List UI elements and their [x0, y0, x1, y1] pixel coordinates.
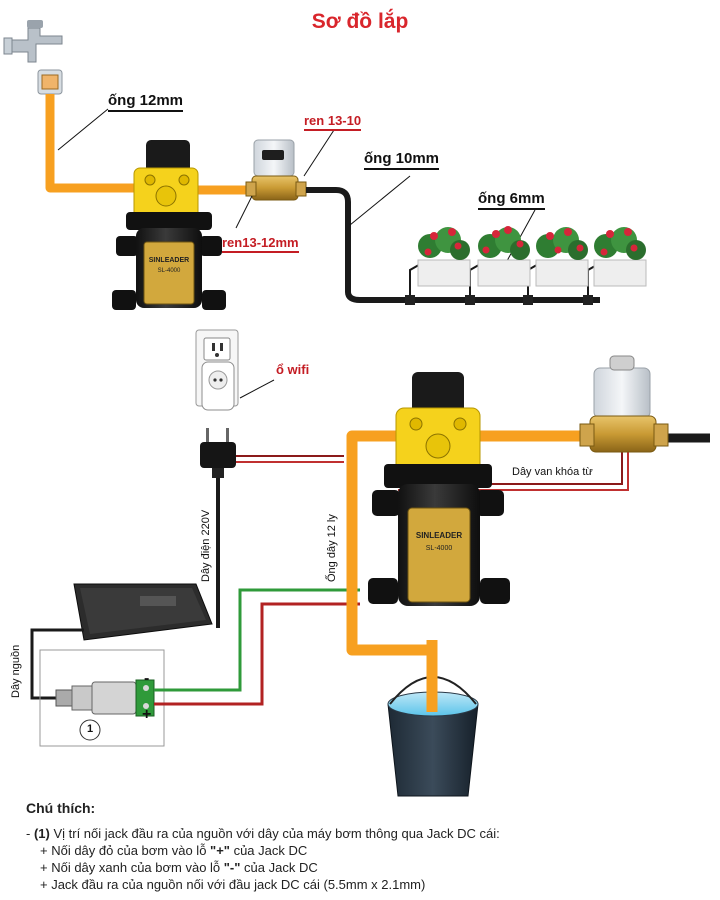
svg-text:SINLEADER: SINLEADER: [416, 531, 462, 540]
legend-line-3: + Nối dây xanh của bơm vào lỗ "-" của Ja…: [40, 860, 318, 875]
svg-text:SL-4000: SL-4000: [426, 545, 453, 552]
faucet-icon: [3, 20, 63, 95]
svg-text:SINLEADER: SINLEADER: [149, 257, 189, 264]
plant-pots: [417, 226, 647, 287]
wifi-socket-icon: [201, 361, 235, 411]
legend-line-1: - (1) Vị trí nối jack đầu ra của nguồn v…: [26, 826, 500, 841]
label-source-wire: Dây nguồn: [10, 644, 22, 698]
water-pump-main: SINLEADER SL-4000: [368, 372, 510, 606]
label-thread-13-12: ren13-12mm: [222, 235, 299, 253]
legend-heading: Chú thích:: [26, 800, 96, 816]
label-power-cable-220v: Dây điện 220V: [200, 509, 212, 582]
power-adapter: [73, 583, 213, 641]
legend-line-2: + Nối dây đỏ của bơm vào lỗ "+" của Jack…: [40, 843, 308, 858]
power-plug-icon: [200, 428, 236, 478]
water-pump-top: SINLEADER SL-4000: [112, 140, 226, 310]
svg-text:SL-4000: SL-4000: [158, 268, 181, 274]
label-pipe-12mm: ống 12mm: [108, 92, 184, 112]
legend: Chú thích: - (1) Vị trí nối jack đầu ra …: [26, 800, 706, 893]
dc-jack-icon: [55, 679, 155, 717]
label-pipe-6mm: ống 6mm: [478, 190, 545, 210]
label-wifi-socket: ổ wifi: [276, 362, 310, 377]
plus-sign: +: [142, 706, 152, 723]
pipe-10mm: [306, 187, 600, 303]
marker-1-label: 1: [87, 723, 94, 735]
legend-line-4: + Jack đầu ra của nguồn nối với đầu jack…: [40, 877, 426, 892]
minus-sign: -: [144, 670, 150, 687]
page-title: Sơ đồ lắp: [311, 10, 409, 33]
pipe-12mm: [45, 94, 150, 193]
marker-1: [79, 719, 101, 741]
solenoid-valve-top: [245, 139, 307, 201]
source-wire: [30, 628, 84, 700]
label-valve-wire: Dây van khóa từ: [512, 466, 593, 478]
red-wire: [154, 602, 360, 706]
jack-detail-box: [39, 649, 165, 747]
label-pipe-12-ly: Ống dây 12 ly: [326, 514, 338, 582]
label-pipe-10mm: ống 10mm: [364, 150, 440, 170]
solenoid-valve-main: [579, 355, 669, 453]
green-wire: [154, 588, 360, 692]
label-thread-13-10: ren 13-10: [304, 113, 362, 131]
